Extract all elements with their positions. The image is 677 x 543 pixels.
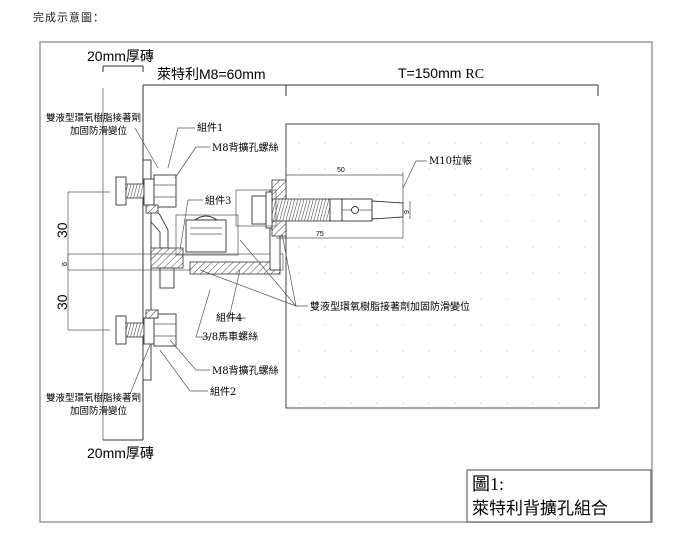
leader-lines [129,127,427,395]
anchor-dia-label: 9 [404,210,411,214]
bolt-length-label: 萊特利M8=60mm [157,66,266,82]
annotation-labels: 雙液型環氧樹脂接著劑 加固防滑變位 組件1 M8背擴孔螺絲 組件3 M10拉帳 … [46,112,472,417]
lower-m8-bolt [115,309,177,347]
component3-clip [175,214,239,256]
component2-label: 組件2 [210,385,236,398]
m10-anchor-label: M10拉帳 [429,154,472,167]
epoxy-bottom-line1: 雙液型環氧樹脂接著劑 [46,392,141,404]
spacing-upper-label: 30 [54,222,70,238]
component1-label: 組件1 [197,121,223,134]
component4-label: 組件4 [216,311,242,324]
drawing-frame [39,41,653,523]
m8-bolt-top-label: M8背擴孔螺絲 [212,141,279,154]
title-block-line2: 萊特利背擴孔組合 [472,499,608,519]
spacing-lower-label: 30 [54,294,70,310]
plate-thickness-label: 6 [62,262,69,266]
rc-concrete-block [285,123,600,409]
upper-m8-bolt [115,174,177,214]
dim-tile-top: 20mm厚磚 [87,48,154,72]
page-heading: 完成示意圖： [33,11,105,24]
title-block-line1: 圖1: [472,474,504,494]
m8-bolt-bottom-label: M8背擴孔螺絲 [212,364,279,377]
dim-anchor: 50 75 9 [276,167,411,239]
epoxy-right-label: 雙液型環氧樹脂接著劑加固防滑變位 [310,300,470,313]
tile-layer [102,88,144,440]
title-block: 圖1: 萊特利背擴孔組合 [466,469,652,523]
tile-bottom-label: 20mm厚磚 [87,445,154,461]
m10-anchor [235,189,404,229]
anchor-length-label: 75 [316,231,324,238]
anchor-embed-label: 50 [337,167,345,174]
epoxy-bottom-line2: 加固防滑變位 [70,405,128,417]
dim-tile-bottom: 20mm厚磚 [87,439,154,461]
component3-label: 組件3 [205,194,231,207]
epoxy-top-line1: 雙液型環氧樹脂接著劑 [46,112,141,124]
carriage-bolt-label: 3/8馬車螺絲 [202,330,258,343]
dim-bolt-length: 萊特利M8=60mm [142,66,287,96]
tile-top-label: 20mm厚磚 [87,48,154,64]
dim-vertical-spacing: 30 6 30 [54,191,110,331]
epoxy-top-line2: 加固防滑變位 [70,125,128,137]
